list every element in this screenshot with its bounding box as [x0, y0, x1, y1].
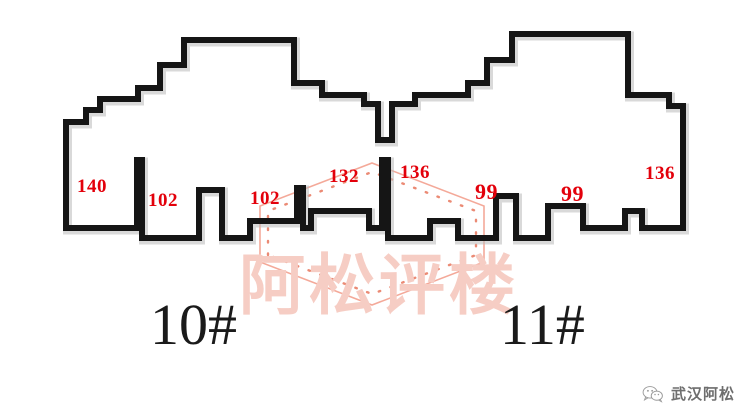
- area-label-140: 140: [77, 176, 107, 197]
- watermark-text: 阿松评楼: [239, 247, 519, 324]
- building-outline: [63, 31, 689, 245]
- area-label-102-b: 102: [250, 188, 280, 209]
- brand-name: 武汉阿松: [670, 385, 735, 403]
- area-label-136-a: 136: [400, 162, 430, 183]
- watermark-house-shape: [259, 162, 485, 306]
- area-label-102-a: 102: [148, 190, 178, 211]
- brand-footer: 武汉阿松: [642, 383, 735, 404]
- area-label-99-b: 99: [561, 181, 584, 206]
- building-label-10: 10#: [150, 292, 237, 357]
- area-label-99-a: 99: [475, 179, 498, 204]
- area-label-132: 132: [329, 166, 359, 187]
- area-label-136-b: 136: [645, 163, 675, 184]
- building-label-11: 11#: [500, 292, 585, 357]
- wechat-icon: [642, 385, 663, 403]
